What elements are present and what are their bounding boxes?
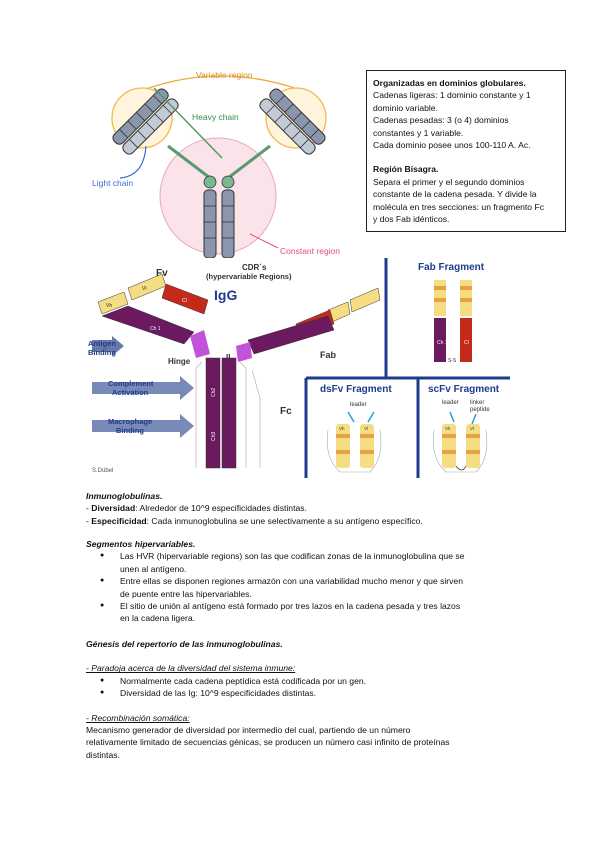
light-chain-label: Light chain bbox=[92, 178, 133, 188]
list-item: Las HVR (hipervariable regions) son las … bbox=[86, 550, 526, 575]
variable-region-label: Variable region bbox=[196, 70, 253, 80]
paragraph-line: distintas. bbox=[86, 749, 120, 760]
dsfv-fragment-title: dsFv Fragment bbox=[320, 384, 392, 395]
constant-region-circle bbox=[159, 137, 277, 255]
summary-note-box: Organizadas en dominios globulares. Cade… bbox=[366, 70, 566, 232]
section-title: Génesis del repertorio de las inmunoglob… bbox=[86, 639, 283, 649]
constant-region-label: Constant region bbox=[280, 246, 340, 256]
fab-ch1-label: Ch 1 bbox=[437, 340, 448, 346]
igg-stem: Ch2 Ch3 bbox=[195, 357, 261, 469]
antibody-structure-figure: Variable region Heavy chain bbox=[92, 70, 340, 259]
list-item: Normalmente cada cadena peptídica está c… bbox=[86, 675, 526, 688]
note-line: dominio variable. bbox=[373, 102, 438, 113]
hinge-ii-label: II bbox=[226, 353, 230, 362]
cl-label-left: Cl bbox=[182, 298, 187, 304]
ch2-label: Ch2 bbox=[211, 388, 217, 397]
figure-credit: S.Dübel bbox=[92, 468, 113, 474]
igg-label: IgG bbox=[214, 287, 237, 303]
note-line: constante de la cadena pesada. Y divide … bbox=[373, 189, 537, 200]
subheading-paradox: - Paradoja acerca de la diversidad del s… bbox=[86, 663, 296, 674]
section-hypervariable: Segmentos hipervariables. Las HVR (hiper… bbox=[86, 538, 526, 625]
specificity-term: Especificidad bbox=[91, 515, 147, 526]
fv-label: Fv bbox=[156, 268, 168, 279]
fc-label: Fc bbox=[280, 406, 292, 417]
antibody-stem bbox=[167, 144, 271, 259]
light-chain-pointer bbox=[119, 145, 147, 179]
note-line: Cadenas ligeras: 1 dominio constante y 1 bbox=[373, 90, 531, 101]
activation-label: Activation bbox=[112, 388, 149, 397]
note-line: molécula en tres secciones: un fragmento… bbox=[373, 201, 545, 212]
cdr-label: CDR´s bbox=[242, 263, 267, 272]
list-item: Diversidad de las Ig: 10^9 especificidad… bbox=[86, 687, 526, 700]
variable-region-arc bbox=[127, 75, 317, 97]
scfv-vh-label: Vh bbox=[445, 426, 451, 431]
igg-right-arm bbox=[236, 287, 381, 362]
fab-fragment-title: Fab Fragment bbox=[418, 262, 485, 273]
diversity-term: Diversidad bbox=[91, 503, 136, 514]
note-line: constantes y 1 variable. bbox=[373, 127, 464, 138]
vh-label-left: Vh bbox=[106, 303, 112, 309]
macrophage-label: Macrophage bbox=[108, 417, 152, 426]
section-repertoire: Génesis del repertorio de las inmunoglob… bbox=[86, 638, 526, 761]
note-line: y dos Fab idénticos. bbox=[373, 214, 450, 225]
igg-fragments-figure: Fv CDR´s (hypervariable Regions) IgG Vh … bbox=[84, 258, 510, 478]
list-item: El sitio de unión al antígeno está forma… bbox=[86, 600, 526, 625]
fab-fragment-graphic: Ch 1 Cl S-S bbox=[434, 280, 472, 364]
left-arm bbox=[112, 88, 179, 155]
igg-left-arm: Vh Vl Cl Ch 1 bbox=[97, 273, 210, 358]
right-arm bbox=[259, 88, 326, 155]
hinge-label: Hinge bbox=[168, 357, 191, 366]
subheading-recombination: - Recombinación somática: bbox=[86, 712, 190, 723]
specificity-line: - Especificidad: Cada inmunoglobulina se… bbox=[86, 515, 423, 526]
dsfv-vl-label: Vl bbox=[364, 426, 368, 431]
cdr-sub-label: (hypervariable Regions) bbox=[206, 272, 292, 281]
diversity-line: - Diversidad: Alrededor de 10^9 especifi… bbox=[86, 503, 307, 514]
note-line: Cadenas pesadas: 3 (o 4) dominios bbox=[373, 115, 509, 126]
ch1-label-left: Ch 1 bbox=[150, 326, 161, 332]
dsfv-graphic: Vh Vl bbox=[326, 411, 382, 473]
specificity-text: : Cada inmunoglobulina se une selectivam… bbox=[146, 515, 423, 526]
dsfv-vh-label: Vh bbox=[339, 426, 345, 431]
complement-label: Complement bbox=[108, 379, 154, 388]
note-heading-hinge: Región Bisagra. bbox=[373, 164, 439, 175]
note-line: Separa el primer y el segundo dominios bbox=[373, 176, 525, 187]
fab-label: Fab bbox=[320, 350, 337, 360]
scfv-fragment-title: scFv Fragment bbox=[428, 384, 500, 395]
macrophage-binding-label: Binding bbox=[116, 426, 144, 435]
antigen-binding-arrow bbox=[92, 336, 124, 356]
section-title: Segmentos hipervariables. bbox=[86, 539, 196, 549]
scfv-leader-label: leader bbox=[442, 400, 459, 406]
fab-ss-label: S-S bbox=[448, 358, 457, 364]
antigen-label: Antigen bbox=[88, 339, 116, 348]
scfv-peptide-label: peptide bbox=[470, 407, 490, 413]
heavy-chain-label: Heavy chain bbox=[192, 112, 239, 122]
scfv-graphic: Vh Vl bbox=[432, 411, 488, 473]
fab-cl-label: Cl bbox=[464, 340, 469, 346]
antigen-binding-label: Binding bbox=[88, 348, 116, 357]
list-item: Entre ellas se disponen regiones armazón… bbox=[86, 575, 526, 600]
complement-arrow bbox=[92, 376, 194, 400]
paragraph-line: relativamente limitado de secuencias gén… bbox=[86, 737, 450, 748]
macrophage-arrow bbox=[92, 414, 194, 438]
scfv-linker-label: linker bbox=[470, 400, 484, 406]
paragraph-line: Mecanismo generador de diversidad por in… bbox=[86, 725, 411, 736]
dsfv-leader-label: leader bbox=[350, 402, 367, 408]
section-immunoglobulins: Inmunoglobulinas. - Diversidad: Alrededo… bbox=[86, 490, 526, 527]
vl-label-left: Vl bbox=[142, 286, 146, 292]
section-title: Inmunoglobulinas. bbox=[86, 491, 163, 501]
note-line: Cada dominio posee unos 100-110 A. Ac. bbox=[373, 140, 531, 151]
note-heading-globular: Organizadas en dominios globulares. bbox=[373, 78, 526, 88]
diversity-text: : Alrededor de 10^9 especificidades dist… bbox=[135, 503, 307, 514]
scfv-vl-label: Vl bbox=[470, 426, 474, 431]
ch3-label: Ch3 bbox=[211, 432, 217, 441]
heavy-chain-pointer bbox=[153, 87, 223, 159]
